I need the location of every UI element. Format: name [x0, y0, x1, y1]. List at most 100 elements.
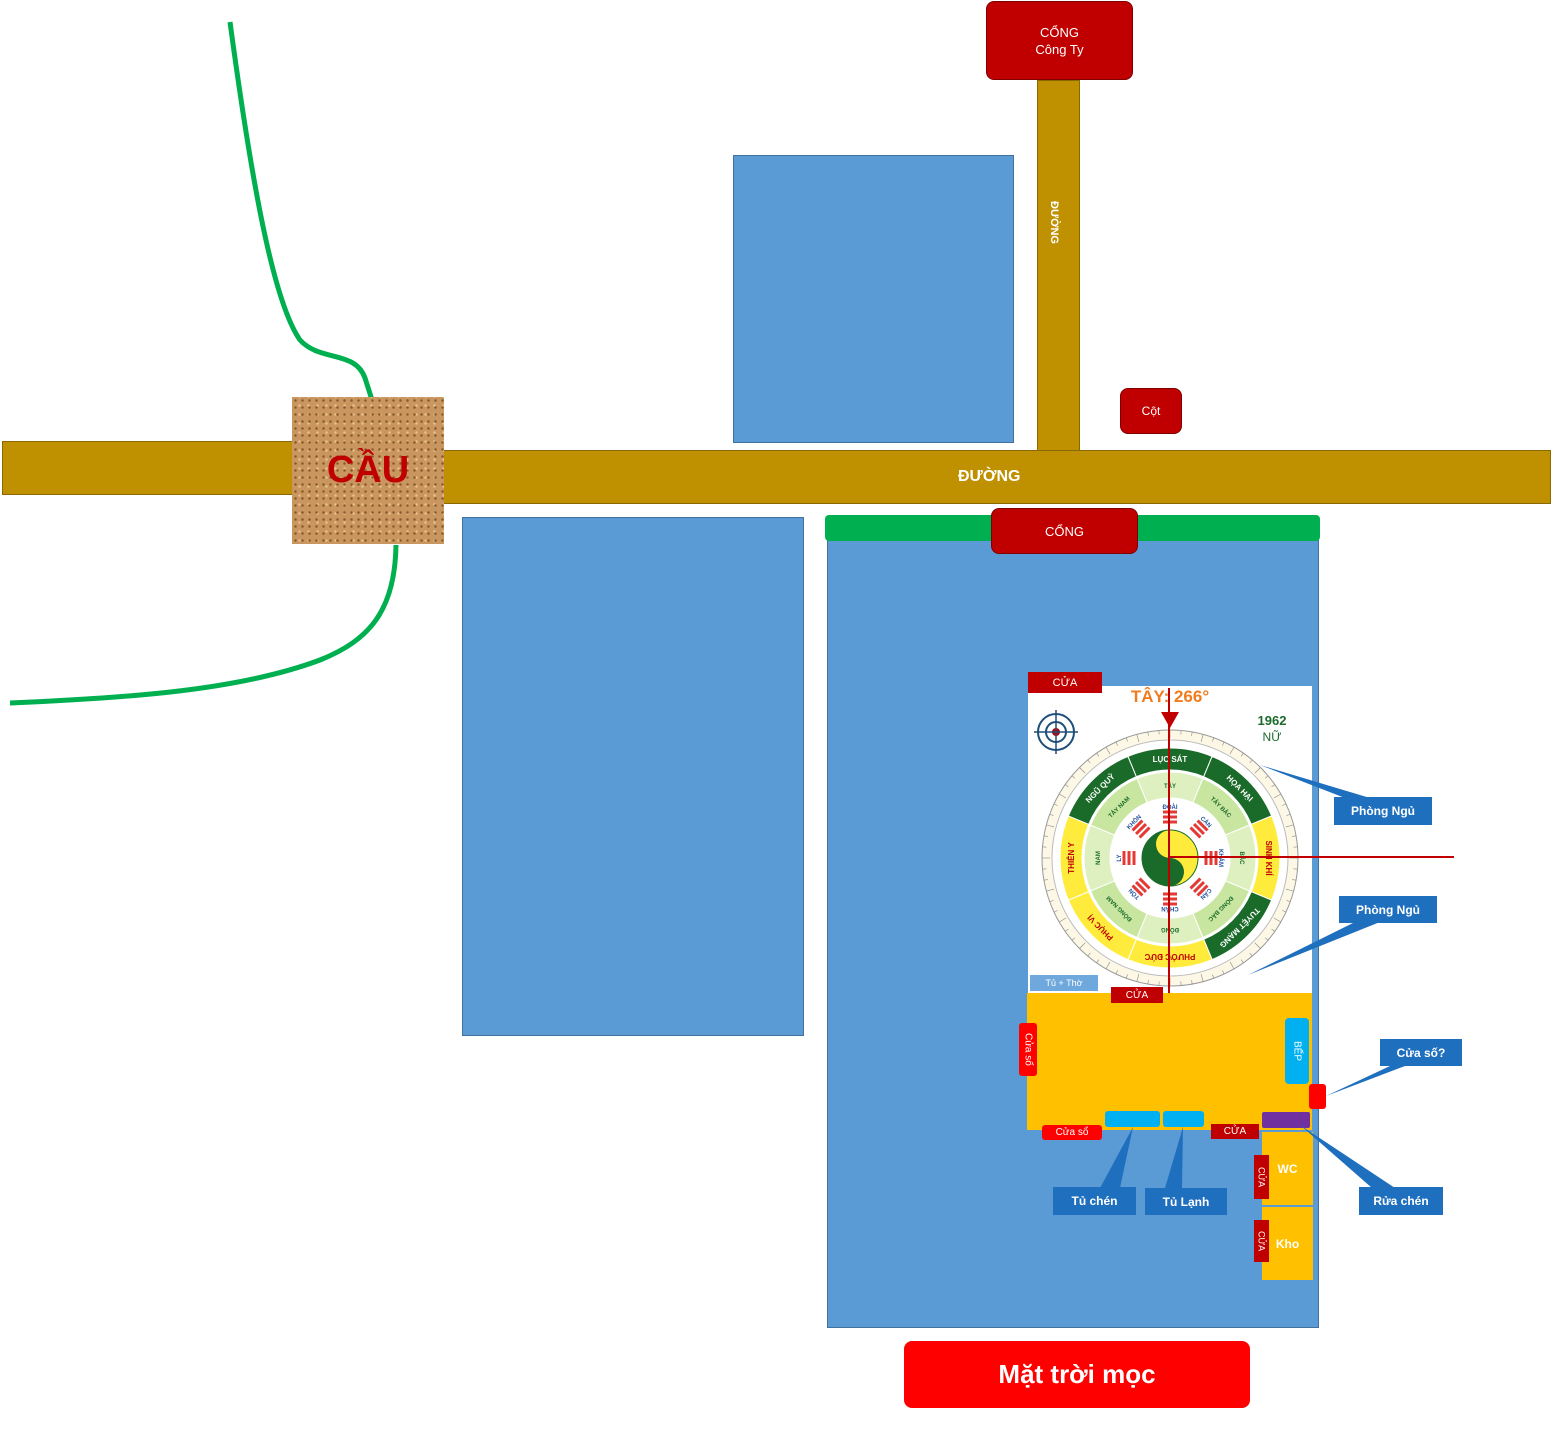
trigram-label: LY — [1117, 854, 1123, 861]
dish-cabinet-shape — [1105, 1111, 1160, 1127]
gender: NỮ — [1263, 729, 1282, 744]
sunrise-banner: Mặt trời mọc — [904, 1341, 1250, 1408]
sector-label: THIÊN Y — [1067, 842, 1076, 874]
wc-label: WC — [1277, 1161, 1298, 1176]
degree-tick — [1282, 910, 1287, 913]
fridge-shape — [1163, 1111, 1204, 1127]
degree-tick — [1049, 813, 1054, 816]
degree-tick — [1049, 900, 1054, 903]
door-kitchen: CỬA — [1111, 987, 1163, 1003]
trigram-bar — [1189, 877, 1202, 890]
pillar-label: Cột — [1141, 403, 1161, 418]
degree-tick — [1071, 775, 1076, 779]
degree-tick — [1292, 879, 1297, 881]
callout-window-q: Cửa số? — [1380, 1039, 1462, 1066]
main-gate: CỔNG — [991, 508, 1138, 554]
wc-room: WC — [1262, 1132, 1313, 1205]
trigram-bar — [1196, 884, 1209, 897]
degree-tick — [1264, 775, 1269, 779]
degree-tick — [1240, 959, 1244, 964]
trigram-label: ĐOÀI — [1163, 804, 1178, 811]
degree-tick — [1229, 961, 1235, 970]
road-main-label: ĐƯỜNG — [958, 468, 1021, 485]
company-gate-line1: CỔNG — [1040, 24, 1079, 40]
degree-tick — [1254, 942, 1261, 949]
degree-tick — [1286, 813, 1291, 816]
pointer-dish-cabinet — [1100, 1127, 1133, 1188]
road-vertical: ĐƯỜNG — [1037, 80, 1080, 452]
degree-tick — [1046, 824, 1055, 828]
callout-dish-washing: Rửa chén — [1359, 1187, 1443, 1215]
birth-year: 1962 — [1258, 713, 1287, 728]
degree-tick — [1079, 767, 1086, 774]
trigram-label: KHẢM — [1217, 849, 1224, 867]
dish-washing-shape — [1262, 1112, 1310, 1128]
trigram-bar — [1196, 819, 1209, 832]
degree-tick — [1105, 961, 1111, 970]
degree-tick — [1222, 741, 1225, 746]
trigram-bar — [1122, 851, 1126, 865]
wc-door: CỬA — [1254, 1155, 1269, 1199]
building-block-north — [733, 155, 1014, 443]
degree-tick — [1147, 980, 1149, 985]
direction-label: TÂY — [1164, 783, 1176, 790]
bridge: CẦU — [292, 397, 444, 544]
storage-room: Kho — [1262, 1207, 1313, 1280]
trigram-label: CHẤN — [1161, 905, 1178, 912]
degree-tick — [1053, 803, 1058, 806]
degree-tick — [1191, 731, 1193, 736]
degree-tick — [1240, 752, 1244, 757]
door-top: CỬA — [1028, 672, 1102, 693]
degree-tick — [1286, 900, 1291, 903]
degree-tick — [1105, 746, 1111, 755]
degree-tick — [1229, 746, 1235, 755]
window-left: Cửa sổ — [1019, 1023, 1037, 1076]
sector-label: LỤC SÁT — [1153, 755, 1188, 764]
trigram-bar — [1192, 880, 1206, 894]
trigram-bar — [1134, 822, 1148, 836]
trigram-bar — [1209, 851, 1213, 865]
degree-tick — [1115, 970, 1118, 975]
pointer-bedroom2 — [1248, 922, 1380, 975]
trigram-bar — [1163, 892, 1177, 896]
direction-7 — [1089, 777, 1148, 836]
sunrise-label: Mặt trời mọc — [998, 1359, 1156, 1389]
degree-tick — [1285, 824, 1294, 828]
trigram-bar — [1138, 877, 1151, 890]
main-gate-label: CỔNG — [1045, 523, 1084, 539]
compass-heading: TÂY: 266° — [1131, 687, 1209, 706]
river-south-branch — [9, 544, 399, 706]
company-gate-line2: Công Ty — [1035, 41, 1084, 57]
degree-tick — [1096, 752, 1100, 757]
degree-tick — [1191, 980, 1193, 985]
road-vertical-label: ĐƯỜNG — [1048, 201, 1060, 244]
degree-tick — [1058, 793, 1067, 799]
degree-tick — [1043, 879, 1048, 881]
callout-bedroom2: Phòng Ngủ — [1339, 896, 1437, 923]
pointer-fridge — [1165, 1127, 1183, 1188]
kitchen-area — [1027, 993, 1312, 1130]
degree-tick — [1264, 937, 1269, 941]
degree-tick — [1200, 734, 1204, 743]
degree-tick — [1087, 759, 1091, 764]
degree-tick — [1249, 952, 1253, 957]
heading-line-horizontal — [1170, 856, 1454, 858]
degree-tick — [1200, 973, 1204, 982]
trigram-bar — [1131, 884, 1144, 897]
degree-tick — [1271, 928, 1276, 932]
degree-tick — [1273, 917, 1282, 923]
degree-tick — [1271, 784, 1276, 788]
trigram-bar — [1163, 897, 1177, 901]
building-block-southwest — [462, 517, 804, 1036]
degree-tick — [1254, 767, 1261, 774]
degree-tick — [1043, 835, 1048, 837]
callout-bedroom1: Phòng Ngủ — [1334, 797, 1432, 825]
bridge-label: CẦU — [326, 449, 410, 491]
degree-tick — [1079, 942, 1086, 949]
degree-tick — [1125, 737, 1128, 742]
pointer-dish-washing — [1300, 1125, 1395, 1188]
trigram-bar — [1204, 851, 1208, 865]
degree-tick — [1285, 888, 1294, 892]
